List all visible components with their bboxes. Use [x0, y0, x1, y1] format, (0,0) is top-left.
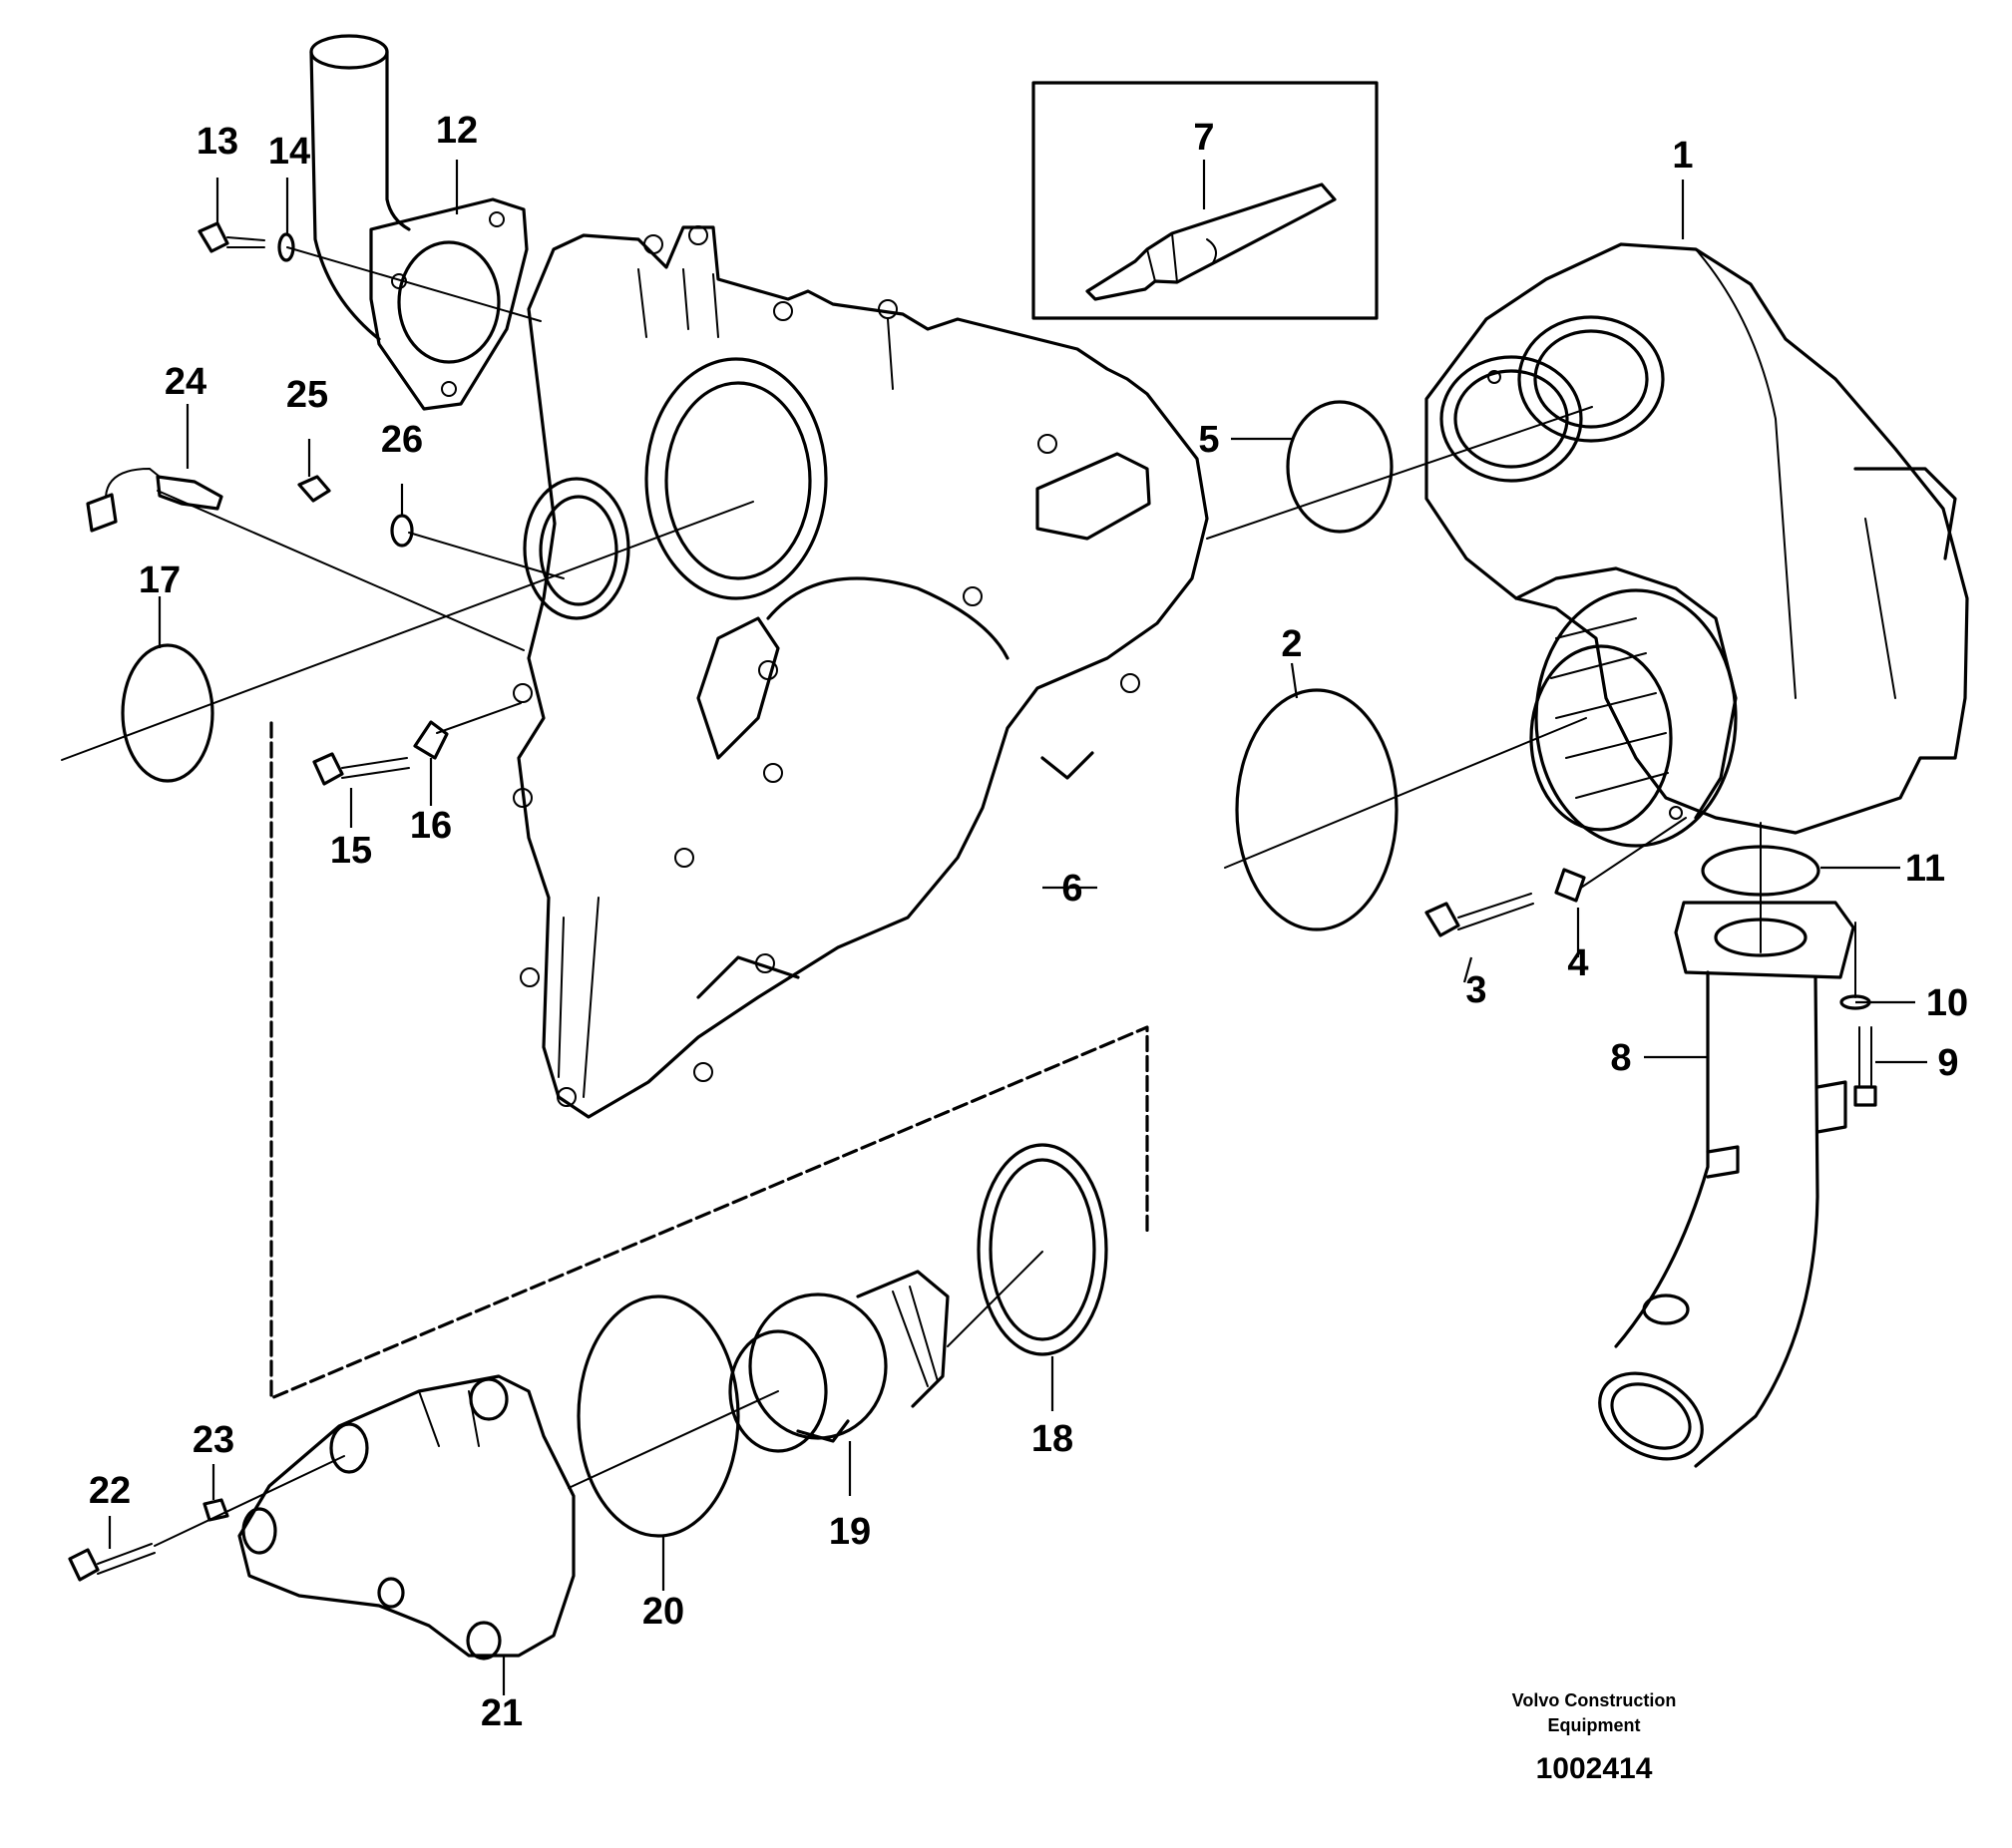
callout-26: 26	[381, 419, 423, 461]
callout-24: 24	[165, 361, 206, 403]
gear-cover-housing	[513, 225, 1209, 1119]
callout-7: 7	[1193, 117, 1214, 159]
o-ring-20	[577, 1294, 740, 1538]
o-ring-5	[1286, 400, 1394, 534]
callout-14: 14	[268, 131, 310, 173]
seal-ring-18	[977, 1143, 1108, 1356]
callout-23: 23	[193, 1419, 234, 1461]
o-ring-17	[121, 643, 214, 783]
callout-19: 19	[829, 1511, 871, 1553]
fasteners	[68, 221, 1877, 1582]
assembly-lines	[61, 246, 1856, 1547]
callout-2: 2	[1281, 623, 1302, 665]
callout-13: 13	[197, 121, 238, 163]
thermostat-icon	[728, 1270, 950, 1453]
thermostat-cover	[237, 1374, 576, 1661]
sealant-tube-icon	[1085, 183, 1337, 301]
reference-number: 1002414	[1536, 1752, 1653, 1785]
callout-21: 21	[481, 1692, 523, 1734]
callout-labels: 1 2 3 4 5 6 7 8 9 10 11 12 13 14 15 16 1…	[89, 110, 1968, 1734]
callout-3: 3	[1465, 969, 1486, 1011]
callout-4: 4	[1567, 942, 1588, 984]
callout-15: 15	[330, 830, 372, 872]
callout-22: 22	[89, 1470, 131, 1512]
callout-6: 6	[1061, 868, 1082, 910]
o-ring-2	[1235, 688, 1399, 931]
footer: Volvo Construction Equipment 1002414	[1512, 1690, 1677, 1785]
credit-line-2: Equipment	[1548, 1715, 1641, 1735]
callout-20: 20	[642, 1591, 684, 1633]
lower-coolant-pipe	[1598, 901, 1855, 1468]
callout-18: 18	[1031, 1418, 1073, 1460]
callout-1: 1	[1672, 135, 1693, 177]
callout-9: 9	[1937, 1042, 1958, 1084]
callout-10: 10	[1926, 982, 1968, 1024]
sealant-inset-box	[1031, 81, 1379, 320]
upper-outlet-pipe	[309, 34, 529, 411]
callout-11: 11	[1905, 848, 1945, 890]
callout-17: 17	[139, 559, 181, 601]
pump-gear-icon	[1514, 566, 1738, 848]
callout-16: 16	[410, 805, 452, 847]
leader-lines	[108, 160, 1927, 1695]
credit-line-1: Volvo Construction	[1512, 1690, 1677, 1710]
callout-8: 8	[1610, 1037, 1631, 1079]
callout-25: 25	[286, 374, 328, 416]
callout-5: 5	[1198, 419, 1219, 461]
sealing-rings	[121, 400, 1820, 1538]
callout-12: 12	[436, 110, 478, 152]
pump-housing	[1424, 242, 1969, 848]
